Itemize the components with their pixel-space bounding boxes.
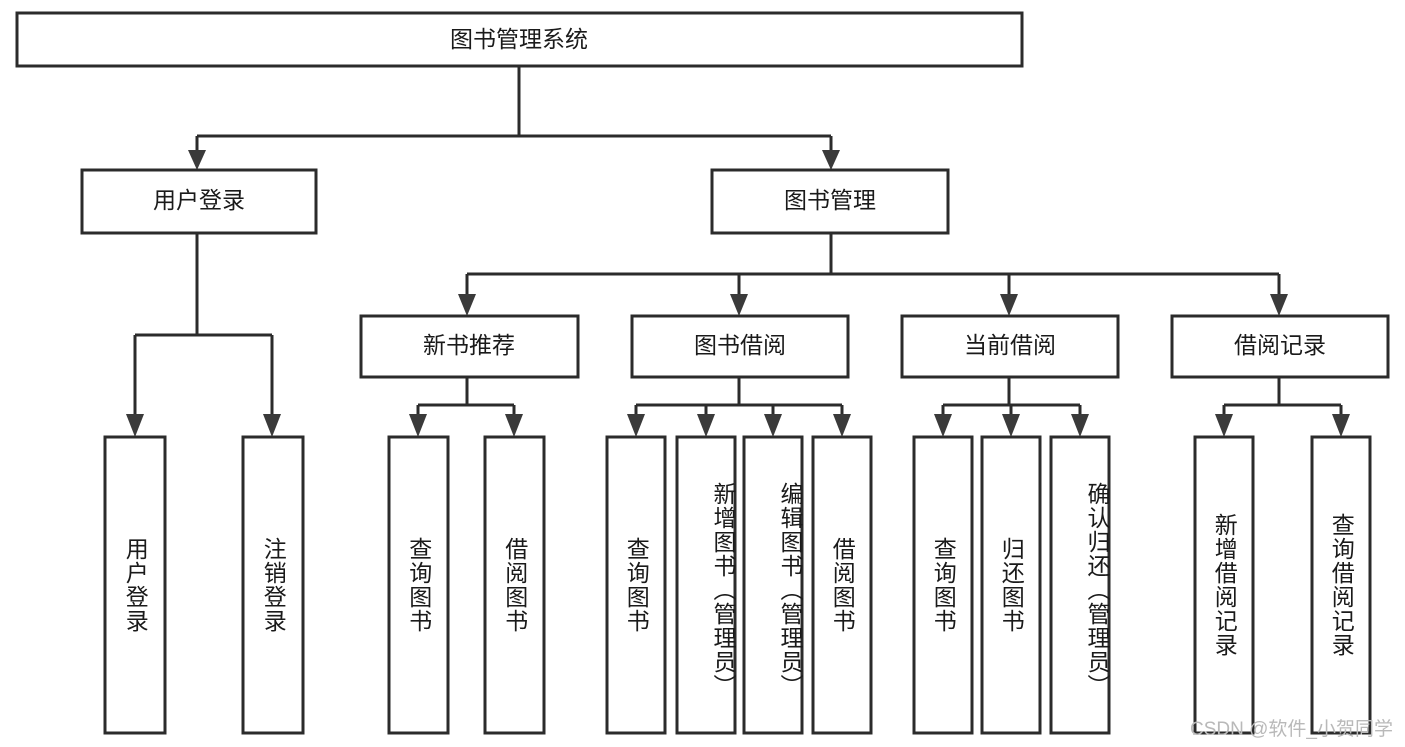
node-book-borrow-label: 图书借阅: [694, 332, 786, 358]
arrowhead-leaf-logout: [263, 414, 281, 437]
arrowhead-br-query-record: [1332, 414, 1350, 437]
leaf-user-login-box[interactable]: [103, 435, 167, 735]
leaf-bb-edit-book-box[interactable]: [742, 435, 804, 735]
arrowhead-book-borrow: [730, 294, 748, 316]
arrowhead-bb-borrow-book: [833, 414, 851, 437]
arrowhead-leaf-user-login: [126, 414, 144, 437]
arrowhead-cb-query-book: [934, 414, 952, 437]
node-borrow-record-label: 借阅记录: [1234, 332, 1326, 358]
horizontal-label-layer: 图书管理系统 用户登录 图书管理 新书推荐 图书借阅 当前借阅 借阅记录: [153, 26, 1326, 358]
leaf-cb-confirm-return-box[interactable]: [1049, 435, 1111, 735]
leaf-br-query-record-box[interactable]: [1310, 435, 1372, 735]
node-user-login-box[interactable]: [80, 168, 318, 235]
csdn-watermark: CSDN @软件_小贺同学: [1190, 719, 1393, 740]
node-new-book-recommend-box[interactable]: [359, 314, 580, 379]
arrowhead-nb-borrow-book: [505, 414, 523, 437]
arrowhead-current-borrow: [1000, 294, 1018, 316]
arrowhead-br-add-record: [1215, 414, 1233, 437]
node-book-borrow-box[interactable]: [630, 314, 850, 379]
node-root-label: 图书管理系统: [450, 26, 588, 52]
node-borrow-record-box[interactable]: [1170, 314, 1390, 379]
node-book-management-box[interactable]: [710, 168, 950, 235]
leaf-nb-borrow-book-box[interactable]: [483, 435, 546, 735]
arrowhead-bb-query-book: [627, 414, 645, 437]
node-current-borrow-label: 当前借阅: [964, 332, 1056, 358]
arrowhead-user-login: [188, 150, 206, 170]
node-user-login-label: 用户登录: [153, 187, 245, 213]
arrowhead-borrow-record: [1270, 294, 1288, 316]
node-box-layer: [15, 11, 1390, 735]
leaf-nb-query-book-box[interactable]: [387, 435, 450, 735]
node-book-management-label: 图书管理: [784, 187, 876, 213]
arrowhead-nb-query-book: [409, 414, 427, 437]
leaf-bb-query-book-box[interactable]: [605, 435, 667, 735]
leaf-bb-borrow-book-box[interactable]: [811, 435, 873, 735]
connector-layer: [126, 66, 1350, 437]
arrowhead-cb-return-book: [1002, 414, 1020, 437]
node-current-borrow-box[interactable]: [900, 314, 1120, 379]
leaf-bb-add-book-box[interactable]: [675, 435, 737, 735]
leaf-cb-query-book-box[interactable]: [912, 435, 974, 735]
leaf-cb-return-book-box[interactable]: [980, 435, 1042, 735]
arrowhead-bb-edit-book: [764, 414, 782, 437]
leaf-br-add-record-box[interactable]: [1193, 435, 1255, 735]
arrowhead-new-book: [458, 294, 476, 316]
leaf-logout-box[interactable]: [241, 435, 305, 735]
arrowhead-cb-confirm-return: [1071, 414, 1089, 437]
arrowhead-bb-add-book: [697, 414, 715, 437]
node-root-box[interactable]: [15, 11, 1024, 68]
arrowhead-book-mgmt: [822, 150, 840, 170]
node-new-book-recommend-label: 新书推荐: [423, 332, 515, 358]
